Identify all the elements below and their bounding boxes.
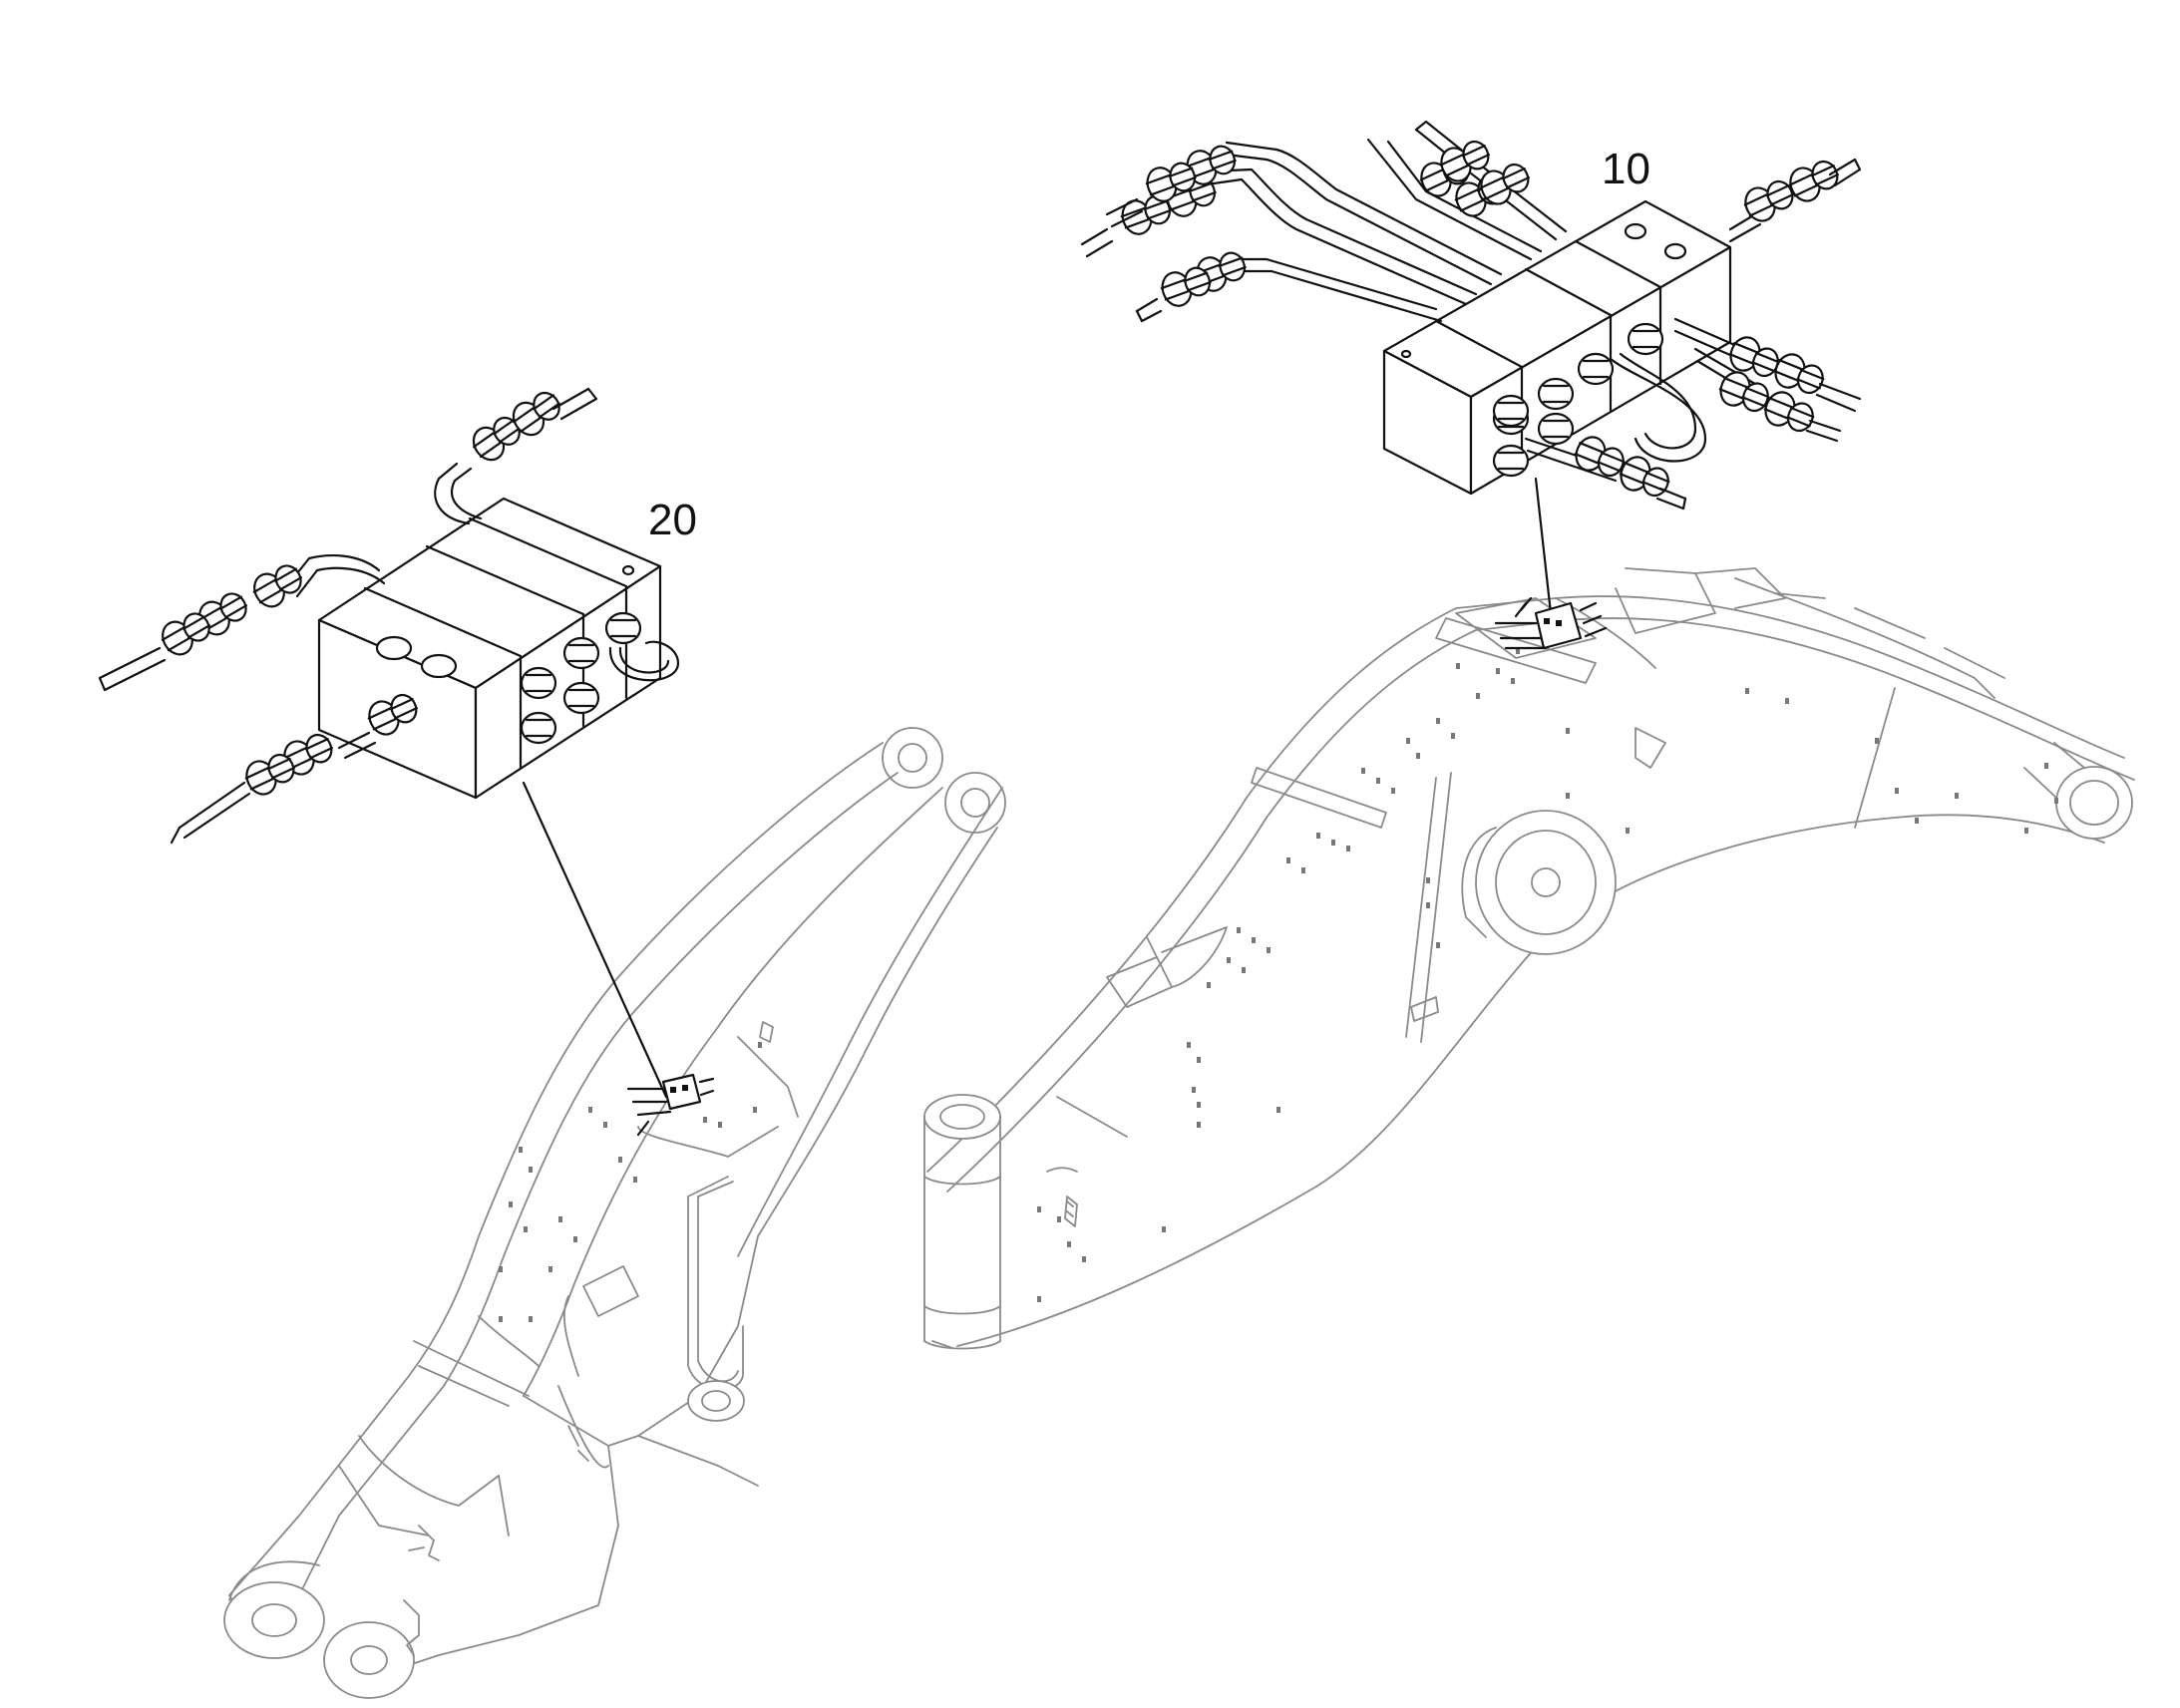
excavator-boom xyxy=(923,567,2135,1350)
excavator-arm xyxy=(223,727,1006,1699)
valve-block-20 xyxy=(98,384,680,843)
callout-20: 20 xyxy=(648,496,697,544)
valve-block-10 xyxy=(1080,120,1862,511)
mounted-valve-20 xyxy=(626,1073,715,1137)
leader-lines xyxy=(522,477,1553,1099)
mounted-valve-10 xyxy=(1494,596,1608,650)
callout-10: 10 xyxy=(1602,145,1650,193)
